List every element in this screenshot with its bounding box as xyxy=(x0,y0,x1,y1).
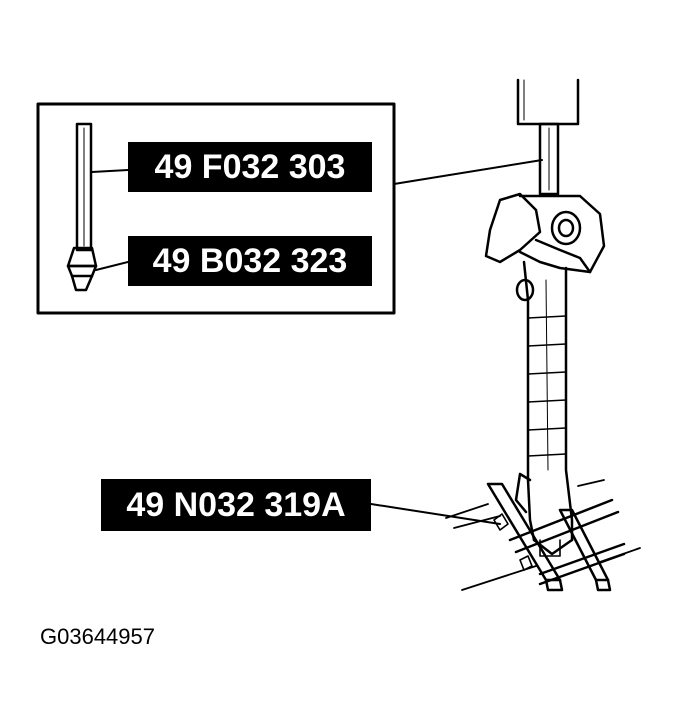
tool-attachment-drawing xyxy=(66,246,98,292)
steering-gear-housing-drawing xyxy=(484,192,606,557)
press-ram-drawing xyxy=(516,78,580,196)
figure-id: G03644957 xyxy=(40,624,155,649)
tool-rod-drawing xyxy=(75,122,93,252)
base-plate-drawing xyxy=(445,479,641,591)
part-label-49-n032-319a: 49 N032 319A xyxy=(101,479,371,531)
part-label-49-b032-323: 49 B032 323 xyxy=(128,236,372,286)
inset-box xyxy=(36,102,396,315)
leader-line-part1 xyxy=(91,169,129,173)
leader-line-part3 xyxy=(370,503,501,525)
part-label-49-f032-303: 49 F032 303 xyxy=(128,142,372,192)
leader-line-inset xyxy=(393,159,543,185)
leader-line-part2 xyxy=(95,261,129,271)
